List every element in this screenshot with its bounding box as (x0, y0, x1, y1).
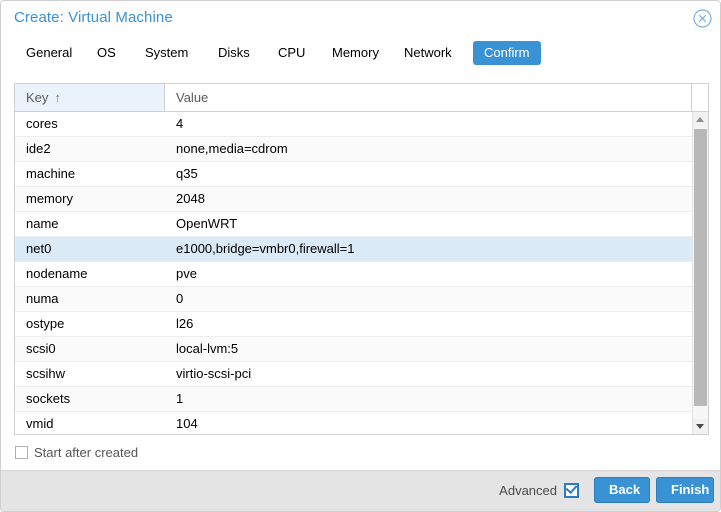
cell-value: pve (176, 266, 197, 281)
table-row[interactable]: name OpenWRT (15, 212, 692, 237)
cell-value: 2048 (176, 191, 205, 206)
start-after-created-label[interactable]: Start after created (34, 445, 139, 460)
cell-value: 1 (176, 391, 184, 406)
table-row[interactable]: cores 4 (15, 112, 692, 137)
table-row[interactable]: scsi0 local-lvm:5 (15, 337, 692, 362)
cell-value: 104 (176, 416, 198, 431)
tab-general[interactable]: General (26, 45, 73, 60)
scroll-down-icon[interactable] (693, 419, 708, 434)
table-row[interactable]: sockets 1 (15, 387, 692, 412)
tab-confirm[interactable]: Confirm (473, 41, 541, 65)
grid-scrollbar[interactable] (692, 112, 708, 434)
tab-bar: General OS System Disks CPU Memory Netwo… (1, 37, 720, 71)
dialog-title: Create: Virtual Machine (14, 9, 173, 26)
tab-cpu[interactable]: CPU (278, 45, 306, 60)
cell-key: sockets (26, 391, 71, 406)
table-row[interactable]: ide2 none,media=cdrom (15, 137, 692, 162)
tab-disks[interactable]: Disks (218, 45, 250, 60)
table-row[interactable]: ostype l26 (15, 312, 692, 337)
cell-key: nodename (26, 266, 88, 281)
cell-key: net0 (26, 241, 52, 256)
scrollbar-thumb[interactable] (694, 129, 707, 406)
column-header-value-label: Value (176, 90, 209, 105)
cell-key: numa (26, 291, 59, 306)
cell-value: 0 (176, 291, 184, 306)
cell-value: none,media=cdrom (176, 141, 288, 156)
back-button[interactable]: Back (594, 477, 650, 503)
close-icon[interactable] (693, 9, 712, 28)
cell-key: vmid (26, 416, 54, 431)
dialog-titlebar: Create: Virtual Machine (1, 1, 720, 36)
cell-key: scsi0 (26, 341, 56, 356)
column-header-filler (692, 84, 708, 111)
cell-value: l26 (176, 316, 194, 331)
cell-key: machine (26, 166, 76, 181)
cell-key: memory (26, 191, 73, 206)
finish-button[interactable]: Finish (656, 477, 714, 503)
checkmark-icon (565, 481, 578, 495)
cell-key: scsihw (26, 366, 66, 381)
cell-key: ostype (26, 316, 65, 331)
tab-system[interactable]: System (145, 45, 189, 60)
cell-key: name (26, 216, 59, 231)
cell-key: cores (26, 116, 58, 131)
column-header-value[interactable]: Value (165, 84, 692, 111)
tab-memory[interactable]: Memory (332, 45, 379, 60)
start-after-created-checkbox[interactable] (15, 446, 28, 459)
table-row[interactable]: net0 e1000,bridge=vmbr0,firewall=1 (15, 237, 692, 262)
cell-value: q35 (176, 166, 198, 181)
cell-value: 4 (176, 116, 184, 131)
column-header-key[interactable]: Key ↑ (15, 84, 165, 111)
table-row[interactable]: memory 2048 (15, 187, 692, 212)
cell-key: ide2 (26, 141, 51, 156)
settings-grid: Key ↑ Value cores 4 ide2 none,media=cdrom mac… (14, 83, 709, 435)
grid-body: cores 4 ide2 none,media=cdrom machine q35 memo… (15, 112, 692, 434)
table-row[interactable]: vmid 104 (15, 412, 692, 434)
cell-value: local-lvm:5 (176, 341, 239, 356)
sort-ascending-icon: ↑ (54, 90, 61, 105)
table-row[interactable]: nodename pve (15, 262, 692, 287)
grid-header-row: Key ↑ Value (15, 84, 708, 112)
dialog-footer: Advanced Back Finish (1, 470, 720, 511)
cell-value: virtio-scsi-pci (176, 366, 252, 381)
table-row[interactable]: machine q35 (15, 162, 692, 187)
tab-network[interactable]: Network (404, 45, 452, 60)
table-row[interactable]: scsihw virtio-scsi-pci (15, 362, 692, 387)
advanced-checkbox[interactable] (564, 481, 579, 498)
scroll-up-icon[interactable] (693, 112, 708, 128)
advanced-label[interactable]: Advanced (499, 483, 557, 498)
cell-value: e1000,bridge=vmbr0,firewall=1 (176, 241, 355, 256)
tab-os[interactable]: OS (97, 45, 116, 60)
cell-value: OpenWRT (176, 216, 238, 231)
column-header-key-label: Key (26, 90, 49, 105)
table-row[interactable]: numa 0 (15, 287, 692, 312)
